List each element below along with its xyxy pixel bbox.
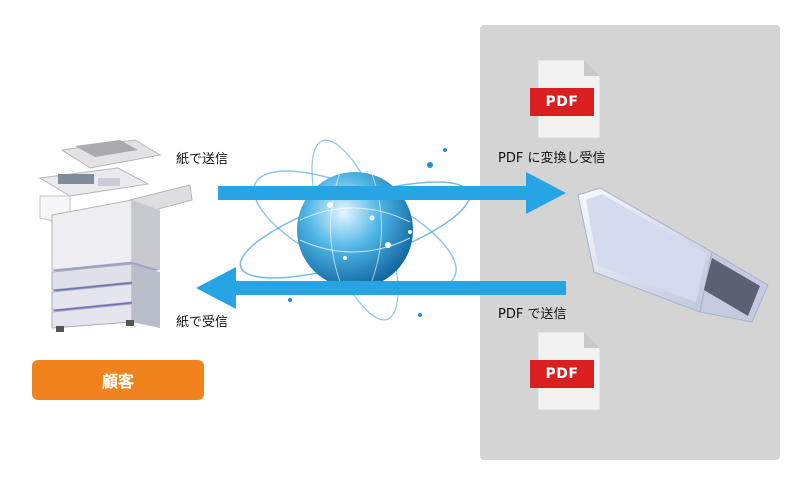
pdf-document-icon: PDF bbox=[530, 60, 600, 138]
send-paper-label: 紙で送信 bbox=[176, 152, 229, 167]
copier-icon bbox=[38, 139, 193, 332]
globe-icon bbox=[239, 139, 471, 321]
pdf-tag: PDF bbox=[530, 88, 594, 116]
customer-badge: 顧客 bbox=[32, 360, 204, 400]
convert-receive-pdf-label: PDF に変換し受信 bbox=[498, 151, 606, 166]
customer-label: 顧客 bbox=[101, 372, 134, 391]
send-arrow bbox=[218, 172, 566, 214]
pdf-tag: PDF bbox=[530, 360, 594, 388]
send-pdf-label: PDF で送信 bbox=[498, 307, 567, 322]
pdf-document-icon: PDF bbox=[530, 332, 600, 410]
receive-paper-label: 紙で受信 bbox=[176, 315, 229, 330]
laptop-icon bbox=[577, 187, 769, 323]
receive-arrow bbox=[196, 267, 566, 309]
